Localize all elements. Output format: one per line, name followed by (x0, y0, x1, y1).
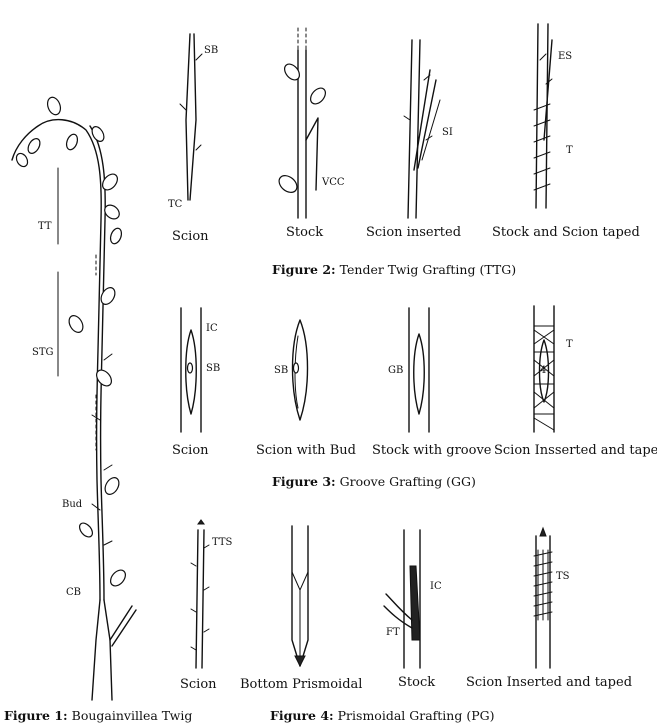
label-ts: TS (556, 572, 570, 582)
label-es: ES (558, 52, 572, 62)
figure4-caption-text: Prismoidal Grafting (PG) (338, 708, 495, 723)
label-stg: STG (32, 348, 54, 358)
label-ic-prism: IC (430, 582, 442, 592)
gg-panel-scion-label: Scion (172, 444, 209, 457)
ttg-panel-scion-label: Scion (172, 230, 209, 243)
gg-scion-with-bud-drawing (293, 320, 308, 420)
figure4-caption-prefix: Figure 4: (270, 708, 334, 723)
gg-panel-stock-groove-label: Stock with groove (372, 444, 492, 457)
label-vcc: VCC (322, 178, 345, 188)
pg-panel-bottom-prismoidal-label: Bottom Prismoidal (240, 678, 362, 691)
label-tt: TT (38, 222, 52, 232)
label-bud: Bud (62, 500, 82, 510)
label-sb-bud: SB (274, 366, 288, 376)
label-cb: CB (66, 588, 81, 598)
figure1-caption: Figure 1: Bougainvillea Twig (4, 710, 192, 723)
label-t: T (566, 146, 573, 156)
label-ft: FT (386, 628, 400, 638)
figure2-caption-text: Tender Twig Grafting (TTG) (340, 262, 516, 277)
figure1-caption-prefix: Figure 1: (4, 708, 68, 723)
ttg-stock-scion-taped-drawing (534, 24, 552, 208)
label-sb: SB (204, 46, 218, 56)
gg-scion-drawing (181, 308, 201, 432)
bougainvillea-twig-drawing (12, 95, 136, 700)
pg-bottom-prismoidal-drawing (292, 526, 308, 666)
gg-panel-taped-label: Scion Insserted and taped (494, 444, 657, 457)
figure3-caption: Figure 3: Groove Grafting (GG) (272, 476, 476, 489)
figure3-caption-prefix: Figure 3: (272, 474, 336, 489)
figure4-caption: Figure 4: Prismoidal Grafting (PG) (270, 710, 494, 723)
pg-panel-scion-label: Scion (180, 678, 217, 691)
gg-stock-with-groove-drawing (409, 308, 429, 432)
figure2-caption-prefix: Figure 2: (272, 262, 336, 277)
label-sb-groove: SB (206, 364, 220, 374)
ttg-scion-drawing (180, 34, 202, 200)
ttg-scion-inserted-drawing (404, 40, 440, 218)
pg-panel-stock-label: Stock (398, 676, 435, 689)
pg-scion-drawing (191, 520, 209, 668)
pg-panel-taped-label: Scion Inserted and taped (466, 676, 632, 689)
label-tts: TTS (212, 538, 232, 548)
label-gb: GB (388, 366, 403, 376)
figure3-caption-text: Groove Grafting (GG) (340, 474, 476, 489)
figure1-caption-text: Bougainvillea Twig (72, 708, 193, 723)
figure2-caption: Figure 2: Tender Twig Grafting (TTG) (272, 264, 516, 277)
label-four: 4 (540, 366, 546, 376)
label-si: SI (442, 128, 453, 138)
ttg-stock-drawing (276, 28, 329, 218)
ttg-panel-scion-inserted-label: Scion inserted (366, 226, 461, 239)
gg-panel-scion-bud-label: Scion with Bud (256, 444, 356, 457)
ttg-panel-taped-label: Stock and Scion taped (492, 226, 640, 239)
label-t-groove: T (566, 340, 573, 350)
ttg-panel-stock-label: Stock (286, 226, 323, 239)
label-tc: TC (168, 200, 182, 210)
pg-scion-inserted-taped-drawing (534, 528, 552, 668)
label-ic: IC (206, 324, 218, 334)
pg-stock-drawing (384, 530, 420, 668)
